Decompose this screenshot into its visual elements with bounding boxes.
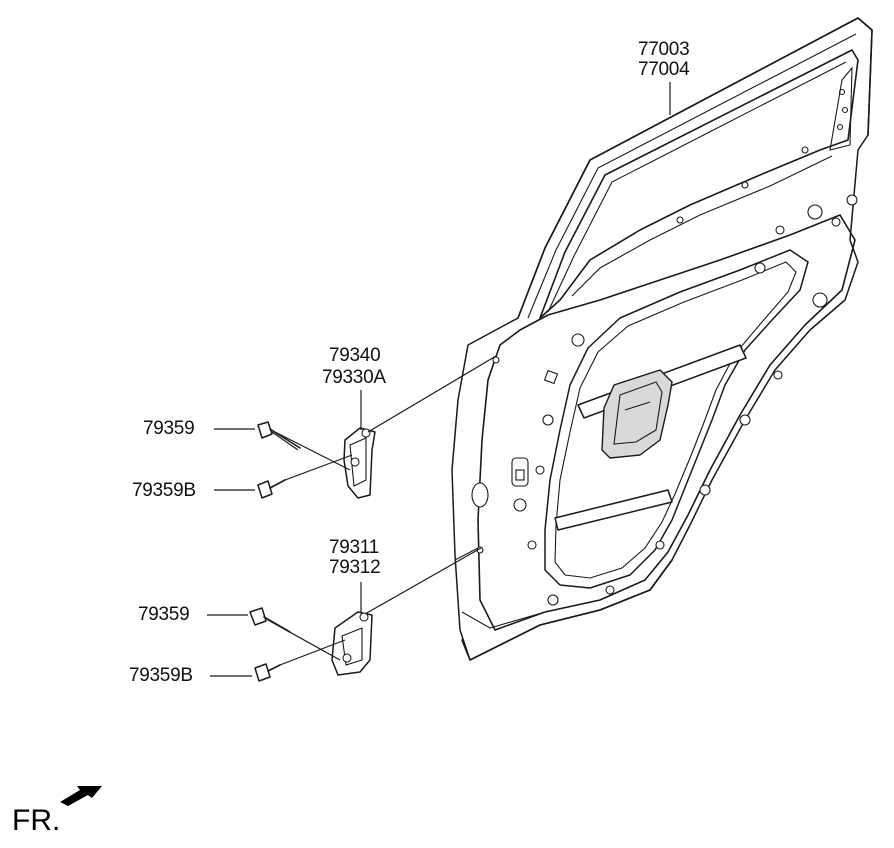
lower-door-hinge bbox=[331, 611, 373, 676]
leader-lines bbox=[207, 82, 671, 677]
door-inner-panel bbox=[477, 214, 856, 631]
regulator-motor bbox=[601, 369, 673, 459]
label-door-part-a: 77003 bbox=[638, 39, 690, 60]
label-upper-hinge-a: 79340 bbox=[329, 345, 381, 366]
label-upper-bolt-b: 79359B bbox=[132, 480, 196, 501]
upper-hinge-bracket bbox=[343, 427, 376, 499]
lower-hinge-bracket bbox=[331, 611, 373, 676]
upper-hinge-bolt-b bbox=[257, 479, 286, 499]
label-lower-bolt: 79359 bbox=[138, 604, 190, 625]
label-lower-bolt-b: 79359B bbox=[129, 665, 193, 686]
lower-hinge-bolt-b bbox=[254, 663, 281, 682]
upper-door-hinge bbox=[343, 427, 376, 499]
door-panel-holes bbox=[476, 146, 858, 606]
window-frame-inner bbox=[539, 49, 859, 319]
regulator-rail-lower bbox=[554, 489, 673, 531]
label-lower-hinge-a: 79311 bbox=[329, 537, 379, 558]
label-door-part-b: 77004 bbox=[638, 59, 690, 80]
label-upper-bolt: 79359 bbox=[143, 418, 195, 439]
label-lower-hinge-b: 79312 bbox=[329, 557, 381, 578]
upper-hinge-bolt bbox=[257, 421, 301, 451]
label-upper-hinge-b: 79330A bbox=[322, 367, 386, 388]
front-direction-arrow-icon bbox=[60, 786, 102, 806]
window-frame-outer bbox=[517, 17, 873, 319]
front-indicator-label: FR. bbox=[12, 804, 61, 837]
rear-door-panel-assembly bbox=[451, 17, 873, 661]
